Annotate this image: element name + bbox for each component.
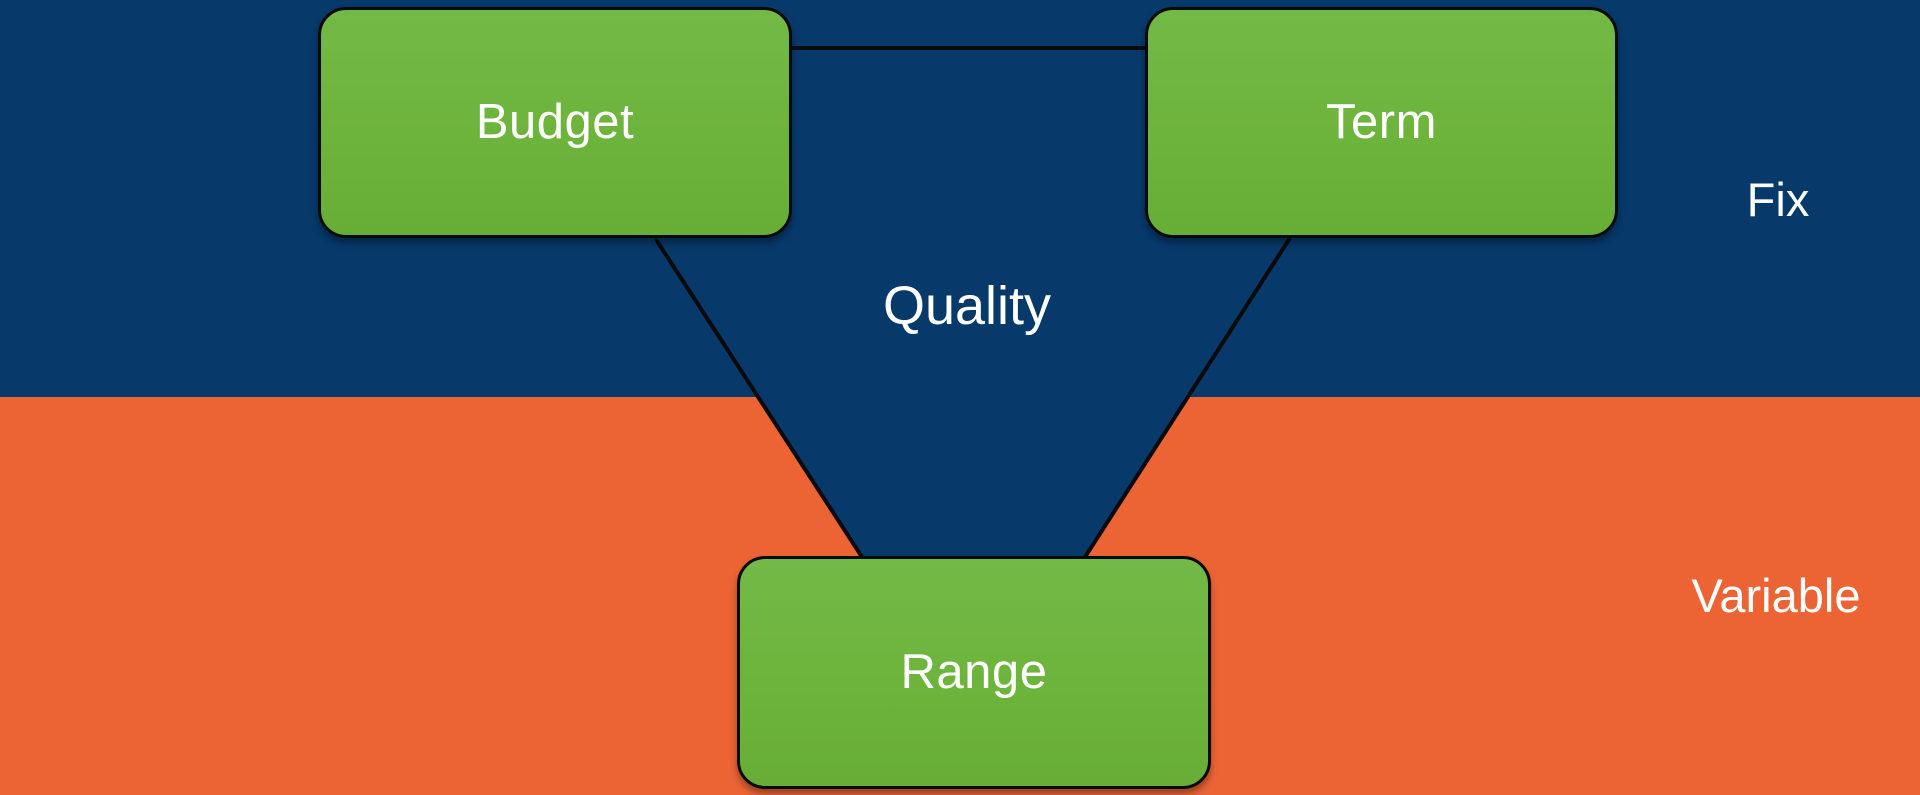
node-range: Range	[737, 556, 1211, 789]
node-term: Term	[1145, 7, 1618, 238]
fix-zone-label: Fix	[1746, 173, 1810, 226]
quality-label: Quality	[882, 276, 1052, 336]
node-budget: Budget	[318, 7, 792, 238]
budget-range-connector-line	[653, 236, 864, 559]
variable-zone-label: Variable	[1691, 569, 1861, 622]
node-range-label: Range	[900, 645, 1048, 699]
quality-funnel-shape	[655, 236, 1290, 557]
term-range-connector-line	[1083, 236, 1292, 559]
node-budget-label: Budget	[475, 95, 635, 149]
node-term-label: Term	[1326, 95, 1437, 149]
